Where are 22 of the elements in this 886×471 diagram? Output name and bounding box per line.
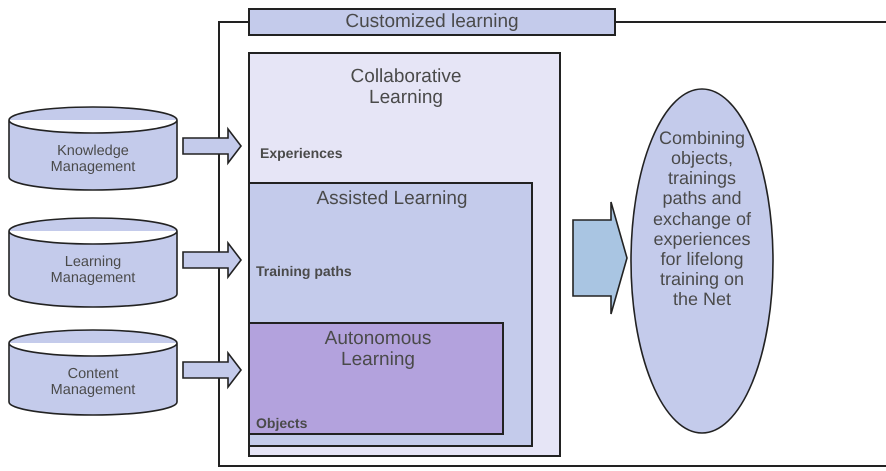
ellipse-text: Combining objects, trainings paths and exchange of experiences for lifelong training on the Net: [652, 128, 752, 310]
block-arrow: [182, 240, 242, 280]
box-title: Assisted Learning: [315, 188, 469, 210]
box-title: Collaborative Learning: [350, 66, 462, 109]
layer-box: [248, 182, 533, 447]
box-title: Autonomous Learning: [324, 328, 432, 371]
section-label: Experiences: [260, 146, 342, 162]
group-heading: Customized learning: [248, 8, 616, 36]
section-label: Objects: [256, 416, 308, 432]
section-label: Training paths: [256, 264, 352, 280]
database-cylinder: [8, 218, 178, 308]
database-cylinder: [8, 330, 178, 416]
layer-box: [248, 322, 504, 435]
block-arrow: [182, 350, 242, 390]
database-label: Content Management: [50, 366, 136, 398]
database-cylinder: [8, 107, 178, 191]
block-arrow: [182, 126, 242, 166]
result-ellipse: [630, 88, 774, 434]
layer-box: [248, 52, 561, 457]
database-label: Knowledge Management: [50, 143, 136, 176]
block-arrow: [572, 201, 628, 315]
database-label: Learning Management: [50, 254, 136, 286]
